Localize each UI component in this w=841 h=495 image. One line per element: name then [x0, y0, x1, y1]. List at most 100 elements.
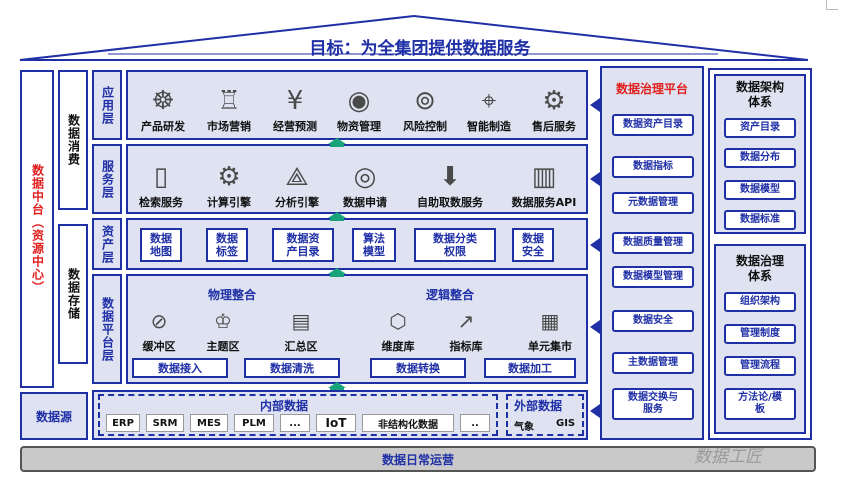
governance-item: 数据安全 [612, 310, 694, 332]
storage-label: 数据存储 [58, 224, 88, 364]
asset-item: 算法 模型 [352, 228, 396, 262]
app-item: ♖市场营销 [207, 86, 251, 133]
platform-item: ▦单元集市 [520, 302, 580, 354]
buildings-icon: ▦ [540, 309, 560, 333]
governance-item: 主数据管理 [612, 352, 694, 374]
physical-integration-title: 物理整合 [208, 288, 257, 302]
governance-platform-title: 数据治理平台 [615, 82, 688, 96]
process-step: 数据接入 [132, 358, 228, 378]
platform-item: ♔主题区 [198, 302, 248, 354]
source-chip: SRM [146, 414, 184, 432]
gov-system: 数据治理 体系 组织架构 管理制度 管理流程 方法论/模 板 [714, 244, 806, 434]
arch-item: 数据分布 [724, 148, 796, 168]
logical-integration-title: 逻辑整合 [426, 288, 475, 302]
governance-item: 数据质量管理 [612, 232, 694, 254]
process-step: 数据加工 [484, 358, 576, 378]
user-circle-icon: ◎ [353, 162, 377, 192]
consume-label: 数据消费 [58, 70, 88, 210]
left-arrow [590, 172, 600, 186]
service-item: ⬇自助取数服务 [417, 162, 483, 209]
presenter-icon: ♖ [217, 86, 241, 116]
left-arrow [590, 238, 600, 252]
up-arrow [328, 382, 346, 391]
asset-item: 数据 标签 [206, 228, 248, 262]
service-item: ▯检索服务 [139, 162, 183, 209]
brain-gear-icon: ☸ [151, 86, 175, 116]
gear-icon: ⚙ [217, 162, 241, 192]
governance-item: 元数据管理 [612, 192, 694, 214]
asset-item: 数据资 产目录 [272, 228, 334, 262]
platform-item: ↗指标库 [440, 302, 492, 354]
platform-item: ▤汇总区 [276, 302, 326, 354]
data-source-label: 数据源 [20, 392, 88, 440]
service-item: ⟁分析引擎 [275, 162, 319, 209]
process-step: 数据清洗 [244, 358, 340, 378]
map-pin-icon: ⌖ [481, 86, 497, 116]
platform-item: ⬡维度库 [372, 302, 424, 354]
asset-item: 数据 地图 [140, 228, 182, 262]
arch-system-title: 数据架构 体系 [735, 80, 784, 109]
app-item: ☸产品研发 [141, 86, 185, 133]
source-chip: 气象 [514, 422, 534, 433]
up-arrow [328, 212, 346, 221]
book-icon: ▯ [153, 162, 169, 192]
trend-chart-icon: ↗ [457, 309, 475, 333]
app-layer-label: 应用层 [92, 70, 122, 140]
bar-chart-icon: ▥ [531, 162, 557, 192]
gov-item: 方法论/模 板 [724, 388, 796, 420]
buffer-disc-icon: ⊘ [150, 309, 168, 333]
shirt-icon: ♔ [214, 309, 232, 333]
process-step: 数据转换 [370, 358, 466, 378]
left-arrow [590, 404, 600, 418]
gov-item: 组织架构 [724, 292, 796, 312]
app-item: ⚙售后服务 [532, 86, 576, 133]
up-arrow [328, 138, 346, 147]
source-chip: GIS [556, 418, 576, 429]
asset-layer-label: 资产层 [92, 218, 122, 270]
middle-platform-label: 数据中台（资源中心） [20, 70, 54, 388]
platform-item: ⊘缓冲区 [134, 302, 184, 354]
app-item: ¥经营预测 [273, 86, 317, 133]
watermark: 数据工匠 [694, 447, 762, 467]
external-data-title: 外部数据 [514, 399, 563, 413]
service-item: ▥数据服务API [511, 162, 577, 209]
cube-icon: ⬡ [389, 309, 407, 333]
source-chip: 非结构化数据 [362, 414, 454, 432]
download-icon: ⬇ [439, 162, 461, 192]
app-item: ◉物资管理 [337, 86, 381, 133]
source-chip: ... [280, 414, 310, 432]
governance-item: 数据指标 [612, 156, 694, 178]
data-source-area: 内部数据 ERP SRM MES PLM ... IoT 非结构化数据 .. 外… [92, 390, 588, 440]
internal-data-group: 内部数据 ERP SRM MES PLM ... IoT 非结构化数据 .. [98, 394, 498, 436]
gov-item: 管理制度 [724, 324, 796, 344]
document-icon: ▤ [291, 309, 311, 333]
network-icon: ⟁ [285, 162, 309, 192]
asset-item: 数据 安全 [512, 228, 554, 262]
governance-item: 数据交换与 服务 [612, 388, 694, 420]
money-forecast-icon: ¥ [286, 86, 304, 116]
gov-item: 管理流程 [724, 356, 796, 376]
roof [19, 14, 809, 61]
arch-item: 数据标准 [724, 210, 796, 230]
arch-system: 数据架构 体系 资产目录 数据分布 数据模型 数据标准 [714, 74, 806, 234]
arch-item: 资产目录 [724, 118, 796, 138]
left-arrow [590, 320, 600, 334]
app-item: ⊚风险控制 [403, 86, 447, 133]
governance-item: 数据资产目录 [612, 114, 694, 136]
service-layer: ▯检索服务 ⚙计算引擎 ⟁分析引擎 ◎数据申请 ⬇自助取数服务 ▥数据服务API [126, 144, 588, 214]
source-chip: MES [190, 414, 228, 432]
monitor-gear-icon: ⚙ [542, 86, 566, 116]
governance-platform: 数据治理平台 数据资产目录 数据指标 元数据管理 数据质量管理 数据模型管理 数… [600, 66, 704, 440]
daily-operation-bar: 数据日常运营 [20, 446, 816, 472]
source-chip: ERP [106, 414, 140, 432]
service-layer-label: 服务层 [92, 144, 122, 214]
internal-data-title: 内部数据 [260, 399, 309, 413]
gov-system-title: 数据治理 体系 [735, 254, 784, 283]
up-arrow [328, 268, 346, 277]
chip-icon: ⊚ [414, 86, 436, 116]
asset-item: 数据分类 权限 [414, 228, 496, 262]
service-item: ◎数据申请 [343, 162, 387, 209]
platform-layer: 物理整合 逻辑整合 ⊘缓冲区 ♔主题区 ▤汇总区 ⬡维度库 ↗指标库 ▦单元集市… [126, 274, 588, 384]
arch-item: 数据模型 [724, 180, 796, 200]
governance-item: 数据模型管理 [612, 266, 694, 288]
